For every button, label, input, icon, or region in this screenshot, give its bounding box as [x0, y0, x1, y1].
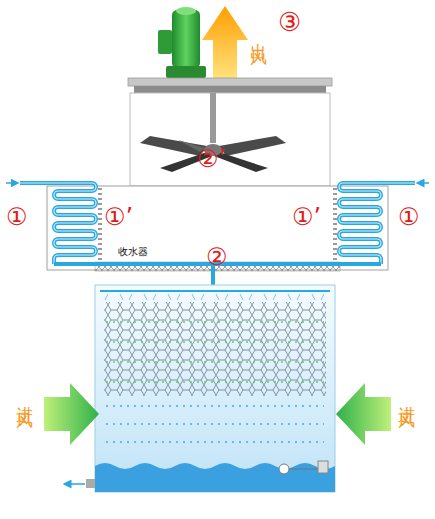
air-flow-lines — [106, 322, 324, 382]
float-ball — [279, 464, 289, 474]
coil-left — [20, 183, 96, 264]
float-valve — [318, 461, 328, 473]
flow-label: 进风 — [16, 393, 35, 405]
fan-housing — [130, 93, 330, 186]
dry-fill-edge — [98, 188, 102, 262]
coil-housing — [47, 186, 388, 270]
callout-number: ③ — [278, 8, 301, 37]
water-drop-lines — [106, 406, 324, 442]
callout-number: ②’ — [197, 146, 226, 172]
fan-motor — [172, 10, 200, 68]
flow-label: 出风 — [250, 30, 269, 42]
motor-base — [166, 66, 206, 78]
water-drop-line — [106, 441, 324, 443]
air-flow-line — [106, 321, 324, 323]
fan-plate — [128, 78, 332, 86]
dry-fill-edge — [333, 188, 337, 262]
water-basin — [95, 463, 335, 492]
water-drop-line — [106, 423, 324, 425]
exhaust-arrow — [202, 6, 248, 86]
float-arm — [285, 469, 318, 470]
air-flow-line — [106, 361, 324, 363]
fan-shaft — [210, 93, 216, 143]
callout-number: ② — [206, 244, 228, 270]
callout-number: ①’ — [292, 204, 321, 230]
inlet-arrow — [6, 182, 18, 184]
coil-tube-shine — [20, 183, 96, 264]
fan-blade — [219, 136, 286, 156]
spray-drops — [105, 294, 324, 300]
spray-drop — [105, 294, 324, 300]
coil-tube — [20, 183, 96, 264]
fill-packing — [104, 302, 326, 396]
outlet-arrow — [64, 483, 85, 485]
inlet-arrow — [417, 182, 429, 184]
fan-plate-rim — [134, 86, 326, 93]
callout-number: ① — [6, 204, 28, 230]
water-drop-line — [106, 405, 324, 407]
motor-cap — [176, 7, 196, 15]
tower-body — [95, 285, 335, 492]
motor-box — [158, 30, 172, 54]
callout-number: ①’ — [104, 204, 133, 230]
intake-arrow — [44, 383, 99, 445]
fan-blade — [140, 136, 207, 156]
spray-header — [100, 290, 330, 292]
part-name: 收水器 — [118, 246, 148, 257]
flow-label: 进风 — [398, 393, 417, 405]
callout-number: ① — [398, 204, 420, 230]
intake-arrow — [336, 383, 391, 445]
air-flow-line — [106, 381, 324, 383]
outlet-pipe — [86, 479, 95, 488]
air-flow-line — [106, 341, 324, 343]
